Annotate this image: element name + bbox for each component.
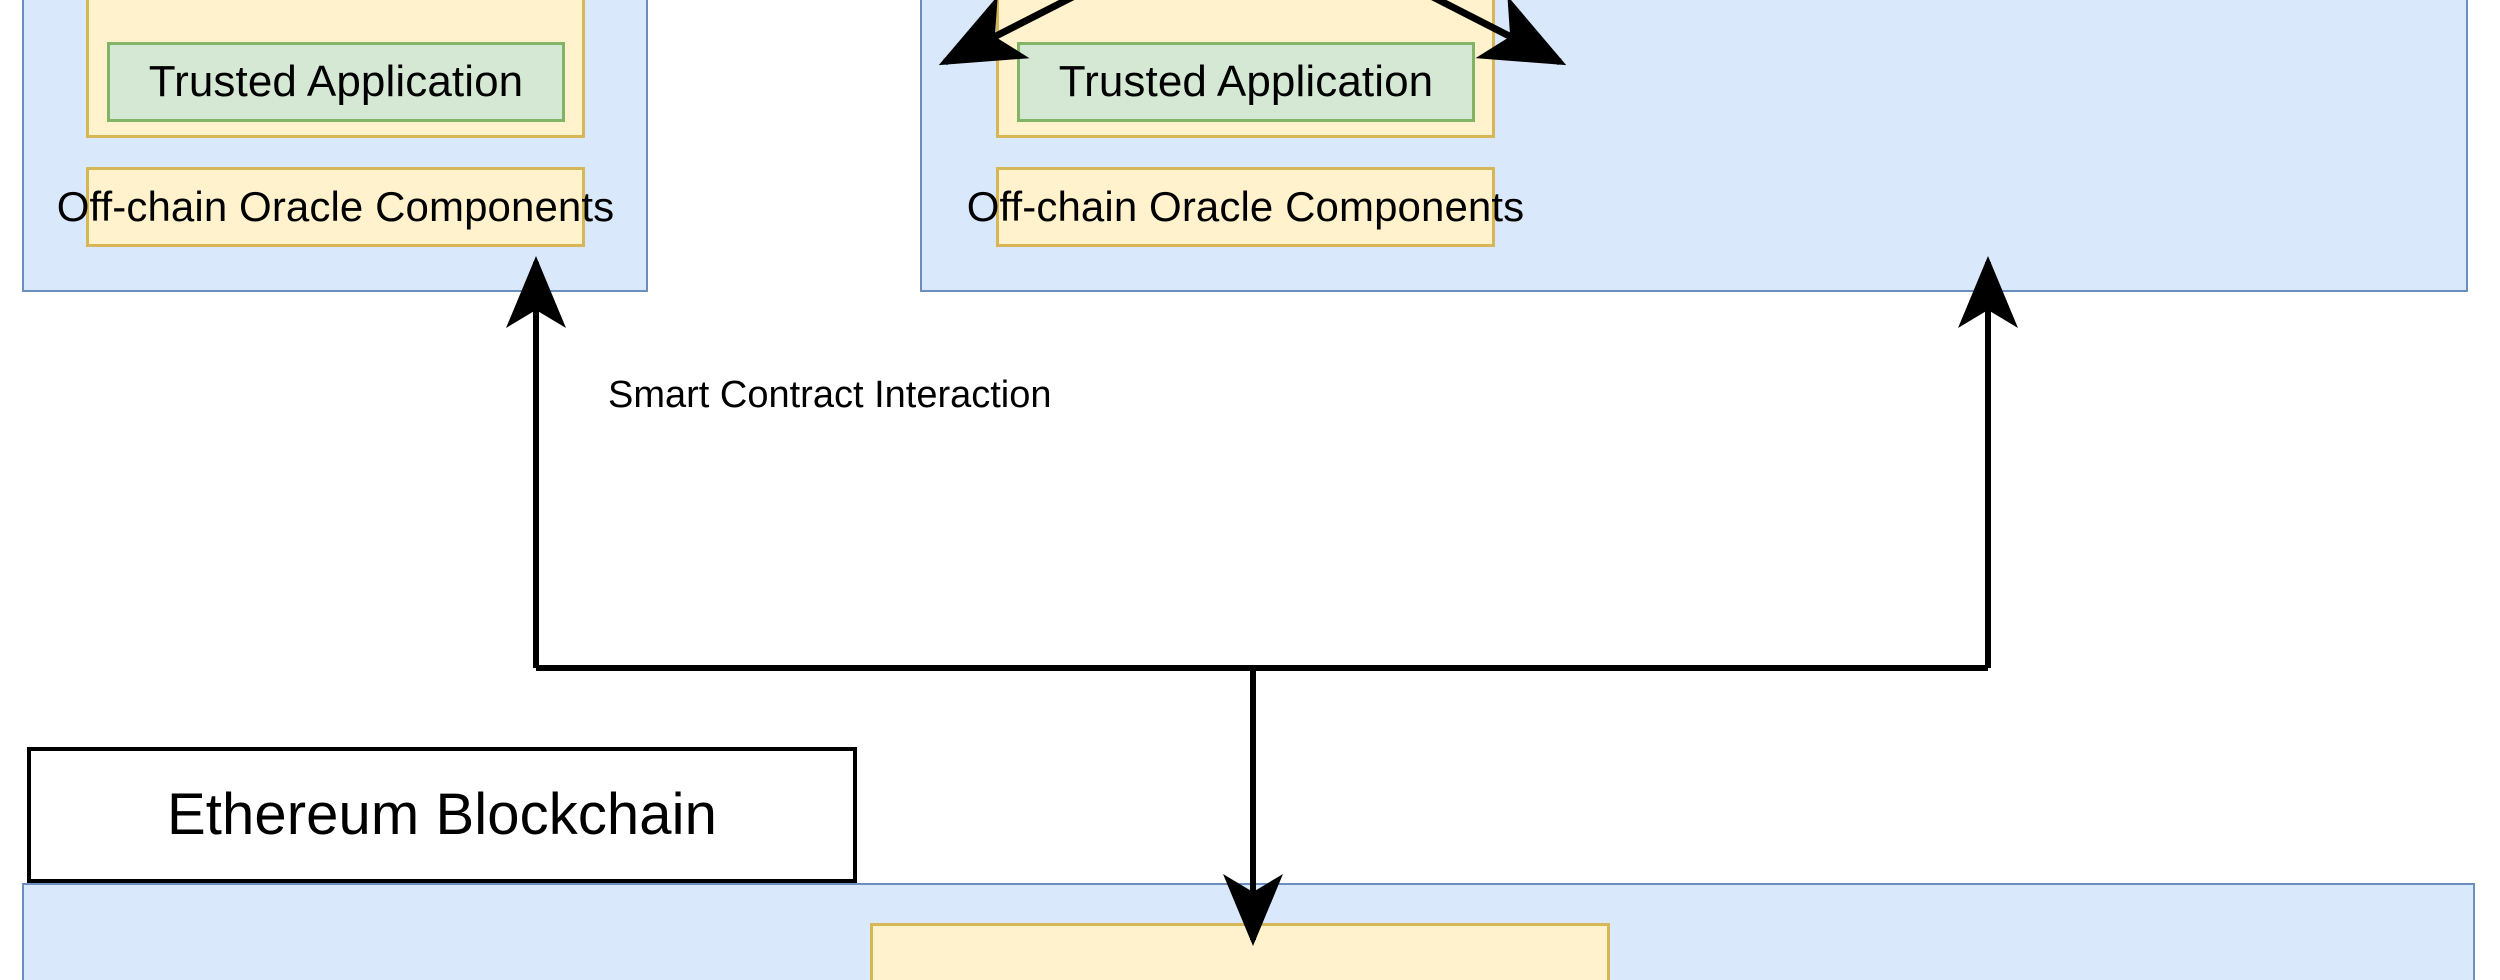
right-tee-title: Trusted Execution Enrvironment bbox=[999, 0, 1629, 2]
left-tee-title: Trusted Execution Enrvironment bbox=[89, 0, 719, 2]
left-trusted-application-box: Trusted Application bbox=[107, 42, 565, 122]
smart-contract-interaction-label: Smart Contract Interaction bbox=[598, 372, 1062, 419]
right-trusted-application-label: Trusted Application bbox=[1058, 57, 1434, 107]
left-offchain-oracle-components-box: Off-chain Oracle Components bbox=[57, 167, 614, 247]
right-trusted-application-box: Trusted Application bbox=[1017, 42, 1475, 122]
right-offchain-oracle-components-box: Off-chain Oracle Components bbox=[967, 167, 1524, 247]
right-offchain-oracle-components-label: Off-chain Oracle Components bbox=[966, 183, 1525, 231]
left-trusted-application-label: Trusted Application bbox=[148, 57, 524, 107]
ethereum-blockchain-label-box: Ethereum Blockchain bbox=[27, 747, 857, 883]
onchain-oracle-contract-box bbox=[870, 923, 1610, 980]
left-offchain-oracle-components-label: Off-chain Oracle Components bbox=[56, 183, 615, 231]
ethereum-blockchain-label: Ethereum Blockchain bbox=[167, 781, 717, 847]
